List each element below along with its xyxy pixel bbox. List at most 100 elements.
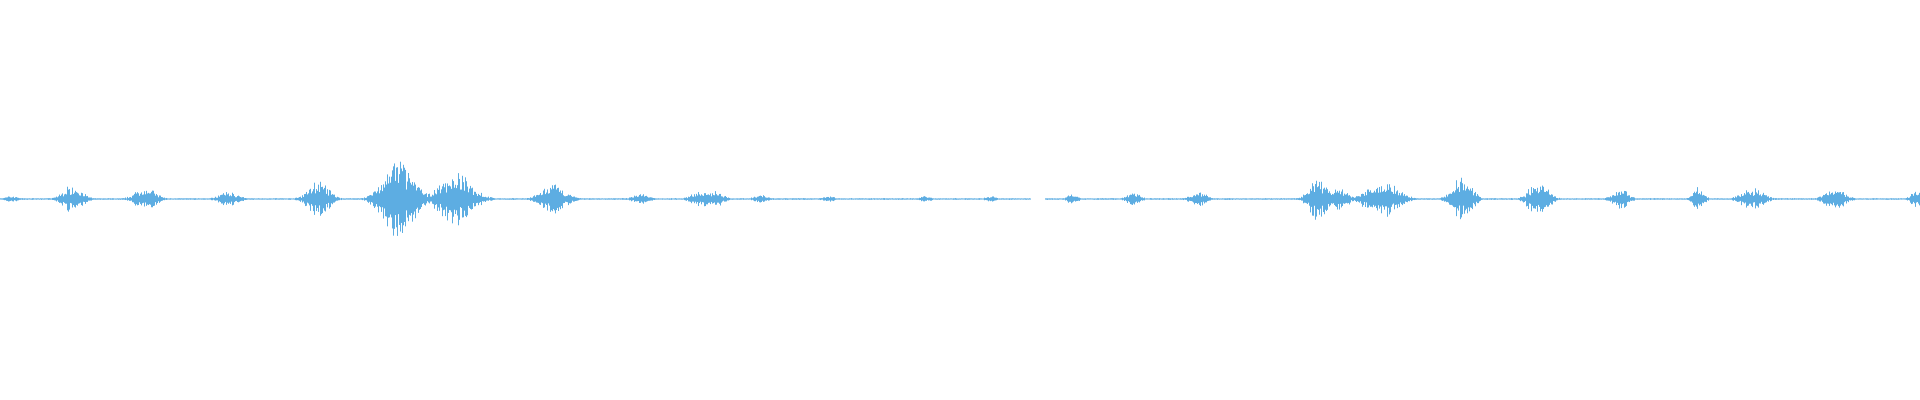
waveform-sample [161, 197, 162, 201]
waveform-sample [1631, 196, 1632, 201]
waveform-sample [670, 198, 671, 200]
waveform-sample [1303, 194, 1304, 204]
waveform-sample [1736, 197, 1737, 202]
waveform-sample [381, 185, 382, 212]
waveform-sample [1188, 196, 1189, 202]
waveform-sample [1369, 191, 1370, 206]
waveform-sample [1503, 198, 1504, 200]
waveform-sample [1231, 198, 1232, 200]
waveform-sample [1114, 198, 1115, 200]
waveform-sample [829, 197, 830, 201]
waveform-sample [1400, 195, 1401, 203]
waveform-sample [1641, 198, 1642, 200]
waveform-sample [1568, 198, 1569, 200]
waveform-sample [385, 181, 386, 217]
waveform-sample [987, 197, 988, 201]
waveform-sample [1689, 197, 1690, 201]
waveform-sample [593, 198, 594, 200]
waveform-sample [989, 197, 990, 201]
waveform-sample [879, 198, 880, 200]
waveform-sample [416, 190, 417, 209]
waveform-sample [1742, 196, 1743, 202]
waveform-sample [1103, 198, 1104, 200]
waveform-sample [1526, 193, 1527, 207]
waveform-sample [516, 198, 517, 200]
waveform-sample [1668, 198, 1669, 200]
waveform-sample [512, 198, 513, 200]
waveform-sample [1593, 198, 1594, 200]
waveform-sample [172, 198, 173, 200]
waveform-sample [1380, 192, 1381, 207]
waveform-sample [481, 192, 482, 206]
waveform-sample [1563, 198, 1564, 200]
waveform-sample [737, 198, 738, 200]
waveform-sample [1276, 198, 1277, 200]
waveform-sample [1718, 198, 1719, 200]
waveform-sample [1634, 197, 1635, 201]
waveform-sample [759, 195, 760, 203]
waveform-sample [899, 198, 900, 200]
waveform-sample [1719, 198, 1720, 200]
waveform-sample [382, 191, 383, 208]
waveform-sample [565, 196, 566, 202]
waveform-sample [1793, 198, 1794, 200]
waveform-sample [1106, 198, 1107, 200]
waveform-sample [1651, 198, 1652, 200]
waveform-sample [247, 198, 248, 200]
waveform-sample [649, 197, 650, 201]
waveform-sample [153, 190, 154, 207]
waveform-sample [1076, 196, 1077, 202]
waveform-sample [1476, 196, 1477, 202]
waveform-sample [1664, 198, 1665, 200]
waveform-sample [1550, 195, 1551, 203]
waveform-sample [957, 198, 958, 200]
waveform-sample [61, 194, 62, 204]
waveform-sample [1878, 198, 1879, 200]
waveform-sample [566, 195, 567, 202]
waveform-sample [243, 197, 244, 202]
waveform-sample [1580, 198, 1581, 200]
waveform-sample [293, 198, 294, 200]
waveform-sample [1542, 185, 1543, 212]
waveform-sample [1354, 197, 1355, 201]
waveform-sample [1500, 198, 1501, 200]
waveform-sample [968, 198, 969, 200]
waveform-sample [411, 184, 412, 214]
waveform-sample [843, 198, 844, 200]
waveform-sample [794, 198, 795, 200]
waveform-sample [1388, 189, 1389, 208]
waveform-sample [391, 176, 392, 218]
waveform-sample [881, 198, 882, 200]
waveform-sample [198, 198, 199, 200]
waveform-sample [924, 196, 925, 202]
waveform-sample [186, 198, 187, 200]
waveform-sample [1027, 198, 1028, 200]
waveform-sample [401, 168, 402, 223]
waveform-sample [1529, 194, 1530, 204]
waveform-sample [1421, 198, 1422, 200]
waveform-sample [1519, 198, 1520, 201]
waveform-sample [60, 196, 61, 203]
waveform-sample [688, 196, 689, 202]
waveform-sample [1205, 195, 1206, 203]
waveform-sample [403, 164, 404, 226]
waveform-sample [1913, 195, 1914, 202]
waveform-sample [1633, 197, 1634, 201]
waveform-sample [1700, 194, 1701, 205]
waveform-sample [928, 197, 929, 201]
waveform-sample [927, 197, 928, 200]
waveform-sample [992, 196, 993, 202]
waveform-sample [763, 195, 764, 202]
waveform-sample [1029, 198, 1030, 200]
waveform-sample [294, 198, 295, 200]
waveform-sample [1268, 198, 1269, 200]
waveform-sample [1179, 198, 1180, 200]
waveform-sample [467, 186, 468, 216]
waveform-sample [994, 197, 995, 201]
waveform-sample [1866, 198, 1867, 200]
waveform-sample [1372, 192, 1373, 208]
waveform-sample [1089, 198, 1090, 200]
waveform-sample [576, 197, 577, 201]
